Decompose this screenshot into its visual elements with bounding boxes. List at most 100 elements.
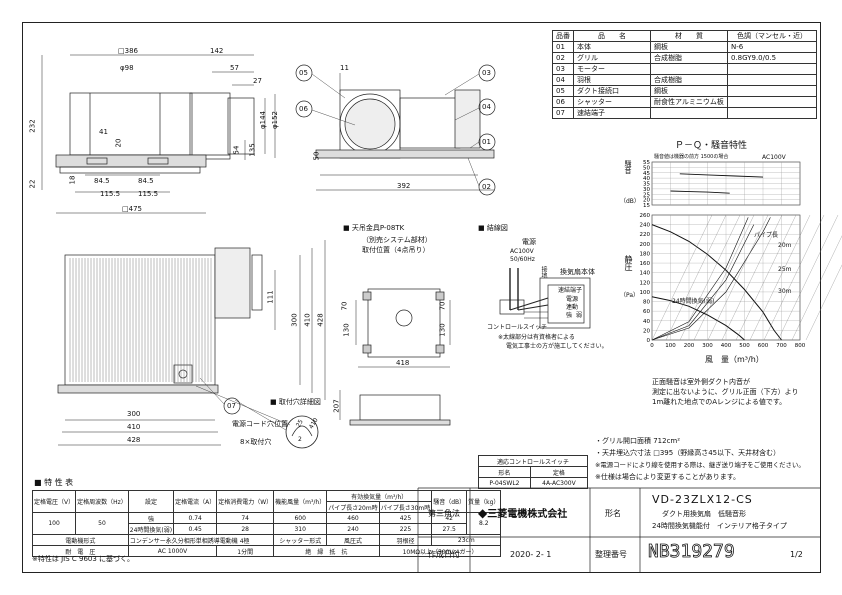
spec-cell: 425 — [378, 512, 433, 524]
parts-cell: シャッター — [573, 96, 651, 108]
pq-noise-header: 騒音値は機器の前方 1500の場合 — [654, 154, 729, 160]
dim-115-5-b: 115.5 — [138, 190, 159, 198]
pq-note1: 正面騒音は室外側ダクト内音が — [652, 378, 750, 386]
callout-06 — [295, 100, 313, 118]
dim-54: 54 — [232, 145, 241, 155]
callout-02 — [478, 178, 496, 196]
model-desc1: ダクト用換気扇 低騒音形 — [662, 510, 746, 518]
spec-cell: 強 — [127, 512, 175, 524]
parts-header-cell: 色調（マンセル・近） — [727, 30, 817, 42]
parts-cell: 04 — [552, 74, 574, 86]
parts-header-row: 品番 品 名 材 質 色調（マンセル・近） — [552, 30, 817, 42]
pq-curve-weak: 24時間換気(弱) — [672, 298, 715, 305]
wiring-title-label: 結線図 — [486, 224, 508, 232]
dim-130-b: 130 — [438, 323, 447, 337]
spec-shutter-val: 風圧式 — [326, 534, 380, 546]
spec-cell: 27.5 — [431, 523, 468, 535]
parts-cell: 耐食性アルミニウム板 — [650, 96, 728, 108]
spec-cell: 28 — [216, 523, 275, 535]
callout-03 — [478, 64, 496, 82]
hanger-plan — [367, 288, 441, 358]
date-value: 2020- 2- 1 — [510, 550, 552, 559]
model-label: 形名 — [605, 509, 621, 518]
parts-cell: 05 — [552, 85, 574, 97]
spec-footnote: ※特性は JIS C 9603 に基づく。 — [32, 555, 135, 563]
parts-cell: モーター — [573, 63, 651, 75]
spec-insulation-val: 10MΩ以上（500Vメガー） — [378, 545, 502, 557]
spec-withstand-time: 1分間 — [216, 545, 275, 557]
pq-ann4: 30m — [778, 288, 792, 295]
wiring-note2: 電気工事士の方が施工してください。 — [506, 343, 608, 350]
terminal-4: 弱 — [576, 312, 583, 319]
callout-04 — [478, 98, 496, 116]
dim-144: φ144 — [258, 111, 267, 129]
parts-cell — [650, 63, 728, 75]
dim-475: □475 — [122, 205, 142, 213]
duct-collar — [227, 97, 255, 155]
parts-cell — [727, 85, 817, 97]
dim-130-a: 130 — [342, 323, 351, 337]
spec-sub2: パイプ長さ30m時 — [378, 501, 433, 513]
spec-flange-val: 23cm — [431, 534, 502, 546]
dim-41: 41 — [99, 128, 108, 136]
spec-flange-label: 羽根径 — [378, 534, 433, 546]
terminal-2: 連動 — [566, 304, 579, 311]
dim-20: 20 — [114, 138, 123, 148]
parts-cell: 速結端子 — [573, 107, 651, 119]
pq-chart-title: Ｐ－Ｑ・騒音特性 — [675, 141, 748, 151]
callout-label-01: 01 — [482, 138, 491, 146]
dim-70-b: 70 — [438, 301, 447, 311]
hanger-side — [359, 394, 441, 421]
dim-84-5-a: 84.5 — [94, 177, 110, 185]
parts-cell — [727, 74, 817, 86]
model-desc2: 24時間換気機能付 インテリア格子タイプ — [652, 522, 787, 530]
grille-face — [64, 254, 216, 386]
power-cord-hole: 電源コード穴位置 — [232, 420, 288, 428]
parts-cell: 07 — [552, 107, 574, 119]
parts-cell — [727, 63, 817, 75]
ceiling-sub2: 取付位置（4点吊り） — [362, 246, 430, 254]
callout-label-05: 05 — [299, 69, 308, 77]
dim-57: 57 — [230, 64, 239, 72]
power-spec2: 50/60Hz — [510, 256, 535, 263]
callout-05 — [295, 64, 313, 82]
number-label: 整理番号 — [595, 550, 627, 559]
remark-4: ※仕様は場合により変更することがあります。 — [595, 473, 741, 481]
spec-sub1: パイプ長さ20m時 — [326, 501, 380, 513]
document-number: NB319279 — [648, 541, 736, 563]
spec-table: 定格電圧（V） 定格周波数（Hz） 設定 定格電流（A） 定格消費電力（W） 機… — [31, 490, 502, 557]
grille-side — [55, 154, 207, 168]
callout-label-02: 02 — [482, 183, 491, 191]
dim-111: 111 — [266, 290, 275, 304]
ground-label: 接地 — [540, 266, 547, 278]
parts-cell: 合成樹脂 — [650, 52, 728, 64]
dim-386: □386 — [118, 47, 138, 55]
parts-header-cell: 品番 — [552, 30, 574, 42]
spec-h-power: 定格消費電力（W） — [216, 490, 275, 513]
terminal-1: 電源 — [566, 296, 579, 303]
spec-withstand-val: AC 1000V — [127, 545, 218, 557]
power-label: 電源 — [522, 238, 536, 246]
spec-cell: 225 — [378, 523, 433, 535]
parts-cell: N-6 — [727, 41, 817, 53]
pq-ann1: パイプ長 — [754, 232, 779, 239]
dim-300-v: 300 — [290, 313, 299, 327]
dim-428-h: 428 — [127, 436, 141, 444]
dim-11: 11 — [340, 64, 349, 72]
ceiling-hanger-title: ■ 天吊金具P-08TK — [343, 224, 405, 232]
parts-header-cell: 品 名 — [573, 30, 651, 42]
dim-207: 207 — [332, 399, 341, 413]
parts-cell: 合成樹脂 — [650, 74, 728, 86]
dim-98: φ98 — [120, 64, 134, 72]
parts-cell: 02 — [552, 52, 574, 64]
duct-spigot — [189, 92, 231, 160]
terminal-3: 強 — [566, 312, 573, 319]
pq-ann2: 20m — [778, 242, 792, 249]
company-name: 三菱電機株式会社 — [487, 509, 568, 520]
dim-22: 22 — [28, 179, 37, 189]
